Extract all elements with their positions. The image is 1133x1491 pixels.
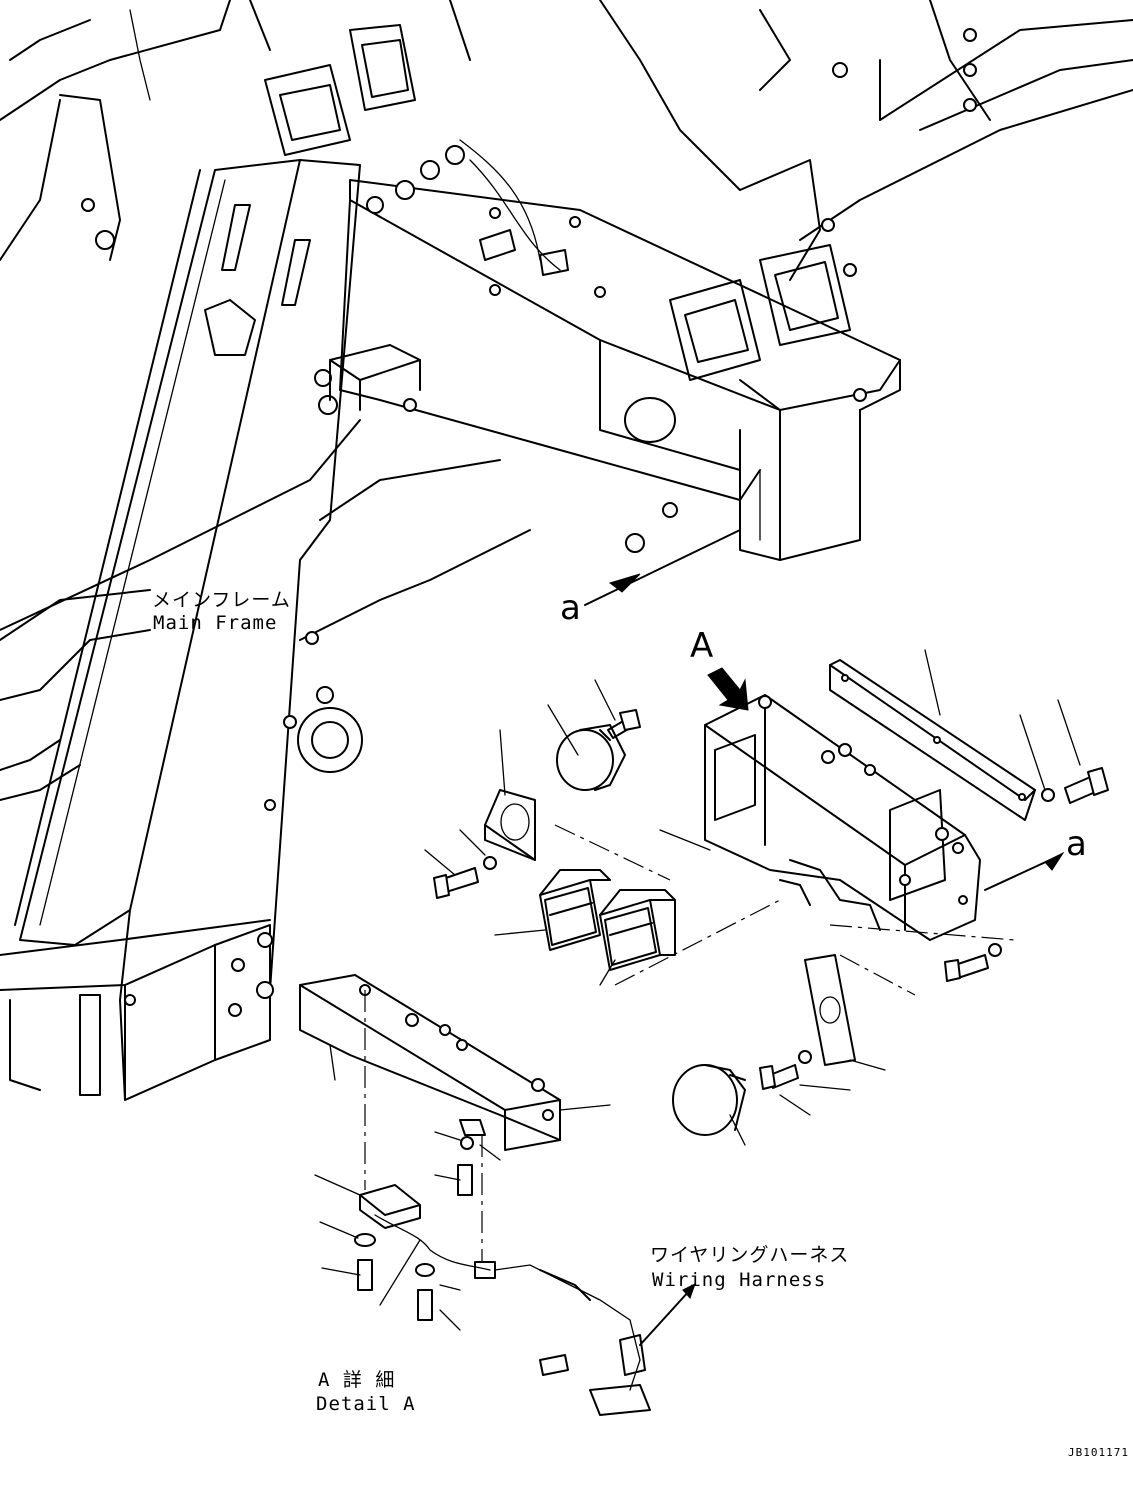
cross-member xyxy=(249,0,1133,561)
main-frame xyxy=(0,0,531,1101)
lamp-bracket xyxy=(704,659,1109,982)
wiring-harness-label-en: Wiring Harness xyxy=(652,1269,827,1291)
view-a-label: A xyxy=(690,626,714,666)
ref-a-upper-label: a xyxy=(560,588,581,628)
ref-a-right-label: a xyxy=(1066,824,1087,864)
detail-a-label-jp: A 詳 細 xyxy=(318,1369,396,1391)
wiring-harness-label-jp: ワイヤリングハーネス xyxy=(650,1244,850,1266)
detail-a-label-en: Detail A xyxy=(316,1393,416,1415)
part-leaders xyxy=(314,649,1081,1331)
work-lamps xyxy=(433,709,856,1136)
view-a-arrow-icon xyxy=(707,667,749,711)
detail-a xyxy=(299,824,1016,1416)
reference-arrows xyxy=(584,529,1065,1346)
drawing-code: JB101171 xyxy=(1068,1446,1129,1459)
main-frame-label-jp: メインフレーム xyxy=(152,589,291,611)
main-frame-label-en: Main Frame xyxy=(153,612,278,634)
